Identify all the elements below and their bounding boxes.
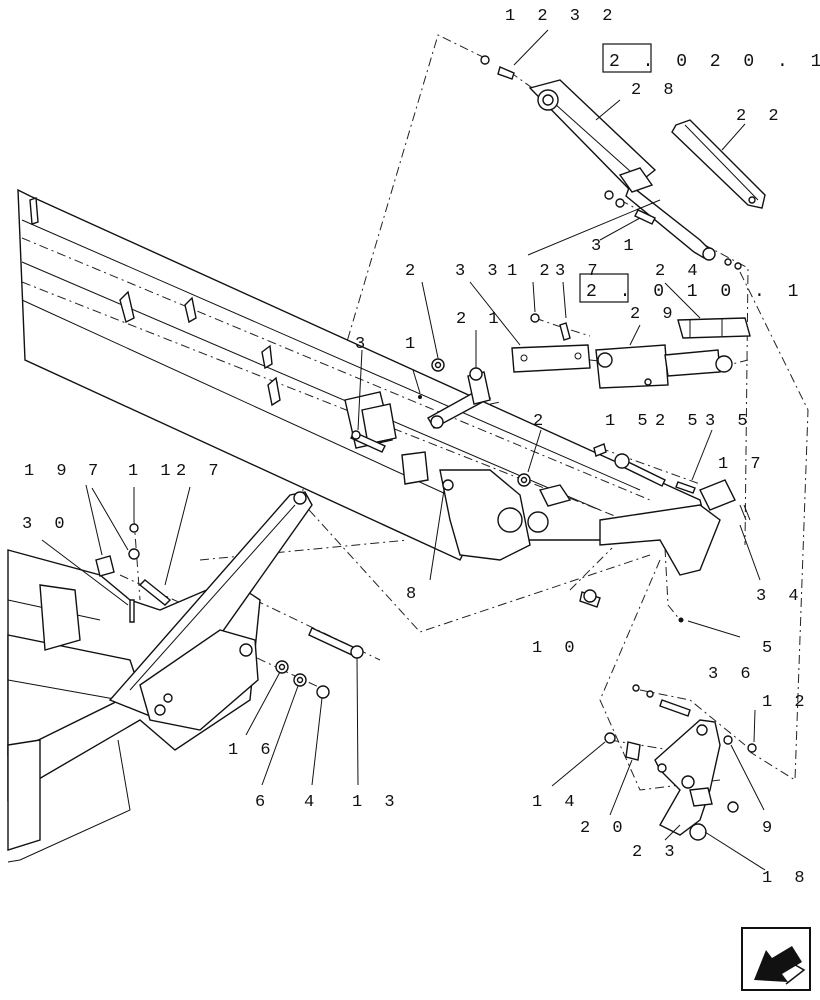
callout-14: 1 4 <box>532 793 581 812</box>
callout-37: 3 7 <box>555 262 604 281</box>
lower-frame <box>7 491 313 863</box>
callout-2-mid: 2 <box>533 412 549 431</box>
main-beam <box>17 188 736 576</box>
callout-12: 1 2 <box>507 262 556 281</box>
callout-18: 1 8 <box>762 869 811 888</box>
callout-35: 3 5 <box>705 412 754 431</box>
callout-11: 1 1 <box>128 462 177 481</box>
callout-9: 9 <box>762 819 778 838</box>
callout-19: 1 9 <box>24 462 73 481</box>
hydraulic-cylinder-28 <box>528 79 716 261</box>
callout-16: 1 6 <box>228 741 277 760</box>
ref-box-mid <box>579 273 629 303</box>
callout-33: 3 3 <box>455 262 504 281</box>
callout-23: 2 3 <box>632 843 681 862</box>
callout-13: 1 3 <box>352 793 401 812</box>
callout-27: 2 7 <box>176 462 225 481</box>
callout-34: 3 4 <box>756 587 805 606</box>
callout-labels: 1 2 3 2 2 8 2 2 3 1 1 2 3 7 2 4 2 3 3 2 … <box>22 7 811 888</box>
back-arrow-icon[interactable] <box>741 927 811 991</box>
callout-21: 2 1 <box>456 310 505 329</box>
callout-6: 6 <box>255 793 271 812</box>
callout-30: 3 0 <box>22 515 71 534</box>
leader-lines <box>41 29 766 871</box>
ref-2-010-1[interactable]: 2 . 0 1 0 . 1 <box>586 282 804 302</box>
cross-references: 2 . 0 2 0 . 1 2 . 0 1 0 . 1 <box>579 43 820 303</box>
ref-box-top <box>602 43 652 73</box>
callout-2-top: 2 <box>405 262 421 281</box>
ref-2-020-1[interactable]: 2 . 0 2 0 . 1 <box>609 52 820 72</box>
callout-8: 8 <box>406 585 422 604</box>
callout-28: 2 8 <box>631 81 680 100</box>
callout-31: 3 1 <box>591 237 640 256</box>
callout-36: 3 6 <box>708 665 757 684</box>
callout-12-right: 1 2 <box>762 693 811 712</box>
callout-22: 2 2 <box>736 107 785 126</box>
callout-1: 1 <box>405 335 421 354</box>
hardware <box>95 55 757 841</box>
callout-17: 1 7 <box>718 455 767 474</box>
callout-1232: 1 2 3 2 <box>505 7 618 26</box>
callout-3: 3 <box>355 335 371 354</box>
callout-25: 2 5 <box>655 412 704 431</box>
callout-7: 7 <box>88 462 104 481</box>
callout-4: 4 <box>304 793 320 812</box>
callout-5: 5 <box>762 639 778 658</box>
callout-10: 1 0 <box>532 639 581 658</box>
callout-24: 2 4 <box>655 262 704 281</box>
callout-15: 1 5 <box>605 412 654 431</box>
callout-29: 2 9 <box>630 305 679 324</box>
bar-22 <box>671 119 766 209</box>
callout-20: 2 0 <box>580 819 629 838</box>
